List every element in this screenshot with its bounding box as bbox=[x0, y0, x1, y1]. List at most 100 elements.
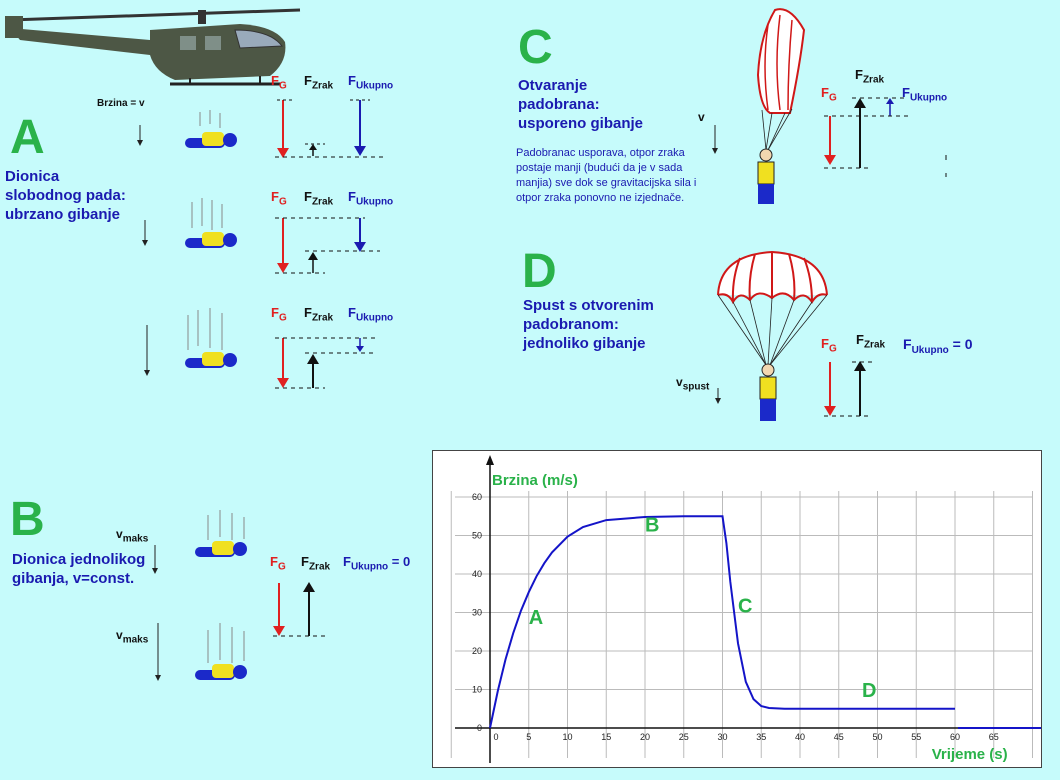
phase-label: C bbox=[738, 596, 752, 618]
fz-symbol: F bbox=[855, 67, 863, 82]
fz-label-a3: FZrak bbox=[304, 306, 333, 326]
fz-label-a2: FZrak bbox=[304, 190, 333, 210]
fu-subscript: Ukupno bbox=[911, 344, 949, 356]
fg-label-c: FG bbox=[821, 86, 837, 106]
x-tick-label: 40 bbox=[795, 732, 805, 742]
fu-symbol: F bbox=[348, 73, 356, 88]
fz-label-c: FZrak bbox=[855, 68, 884, 88]
force-diagrams-a bbox=[275, 99, 385, 389]
fu-zero: = 0 bbox=[952, 336, 973, 352]
y-tick-label: 30 bbox=[472, 608, 482, 618]
y-tick-label: 20 bbox=[472, 646, 482, 656]
fz-symbol: F bbox=[856, 332, 864, 347]
section-a-title: Dionica slobodnog pada: ubrzano gibanje bbox=[5, 168, 126, 223]
fz-subscript: Zrak bbox=[862, 74, 885, 86]
section-a-letter: A bbox=[10, 111, 45, 164]
fg-symbol: F bbox=[270, 554, 278, 569]
fg-label-a2: FG bbox=[271, 190, 287, 210]
fg-subscript: G bbox=[278, 312, 287, 324]
y-tick-label: 60 bbox=[472, 492, 482, 502]
x-tick-label: 35 bbox=[756, 732, 766, 742]
fu-symbol: F bbox=[343, 554, 351, 569]
force-diagram-b bbox=[273, 582, 325, 637]
v-symbol: v bbox=[116, 527, 123, 541]
fg-symbol: F bbox=[271, 73, 279, 88]
fg-subscript: G bbox=[278, 80, 287, 92]
y-axis-arrow bbox=[486, 455, 494, 465]
fu-symbol: F bbox=[903, 336, 912, 352]
fz-subscript: Zrak bbox=[311, 80, 334, 92]
section-d-letter: D bbox=[522, 245, 557, 298]
x-tick-label: 0 bbox=[493, 732, 498, 742]
phase-label: B bbox=[645, 515, 659, 537]
section-c-letter: C bbox=[518, 21, 553, 74]
x-tick-label: 10 bbox=[562, 732, 572, 742]
v-symbol: v bbox=[676, 375, 683, 389]
fg-symbol: F bbox=[821, 336, 829, 351]
fu-subscript: Ukupno bbox=[350, 561, 389, 573]
section-c-title: Otvaranje padobrana: usporeno gibanje bbox=[518, 77, 644, 132]
v-subscript: maks bbox=[122, 634, 149, 646]
fg-symbol: F bbox=[271, 189, 279, 204]
fg-symbol: F bbox=[271, 305, 279, 320]
fg-symbol: F bbox=[821, 85, 829, 100]
x-tick-label: 25 bbox=[679, 732, 689, 742]
parachute-d-illustration bbox=[715, 250, 828, 421]
fg-label-d: FG bbox=[821, 337, 837, 357]
x-axis-title: Vrijeme (s) bbox=[932, 746, 1008, 763]
fz-subscript: Zrak bbox=[311, 312, 334, 324]
y-tick-label: 10 bbox=[472, 685, 482, 695]
vmaks-label-2: vmaks bbox=[116, 628, 148, 645]
x-tick-label: 45 bbox=[834, 732, 844, 742]
v-label-c: v bbox=[698, 110, 705, 124]
force-diagram-c bbox=[824, 97, 908, 169]
fu-label-b: FUkupno = 0 bbox=[343, 555, 410, 575]
fu-subscript: Ukupno bbox=[355, 80, 394, 92]
force-diagram-d bbox=[824, 361, 876, 417]
parachute-c-illustration bbox=[712, 8, 947, 204]
fg-label-b: FG bbox=[270, 555, 286, 575]
x-tick-label: 65 bbox=[989, 732, 999, 742]
section-d-title: Spust s otvorenim padobranom: jednoliko … bbox=[523, 297, 654, 352]
x-tick-label: 50 bbox=[872, 732, 882, 742]
y-tick-label: 50 bbox=[472, 531, 482, 541]
fu-label-a2: FUkupno bbox=[348, 190, 393, 210]
v-subscript: spust bbox=[682, 381, 710, 393]
x-tick-label: 15 bbox=[601, 732, 611, 742]
fg-subscript: G bbox=[277, 561, 286, 573]
vmaks-label-1: vmaks bbox=[116, 527, 148, 544]
fg-subscript: G bbox=[828, 92, 837, 104]
section-b-title: Dionica jednolikog gibanja, v=const. bbox=[12, 551, 146, 587]
fu-label-a1: FUkupno bbox=[348, 74, 393, 94]
x-tick-label: 5 bbox=[526, 732, 531, 742]
fu-zero: = 0 bbox=[391, 554, 411, 569]
fz-symbol: F bbox=[304, 73, 312, 88]
y-axis-title: Brzina (m/s) bbox=[492, 472, 578, 489]
fu-symbol: F bbox=[902, 85, 910, 100]
fz-label-d: FZrak bbox=[856, 333, 885, 353]
velocity-curve bbox=[489, 515, 955, 729]
fg-label-a1: FG bbox=[271, 74, 287, 94]
section-a-speed-label: Brzina = v bbox=[97, 98, 145, 109]
section-c-description: Padobranac usporava, otpor zraka postaje… bbox=[516, 147, 697, 204]
fz-subscript: Zrak bbox=[311, 196, 334, 208]
fu-label-c: FUkupno bbox=[902, 86, 947, 106]
fu-subscript: Ukupno bbox=[355, 196, 394, 208]
v-symbol: v bbox=[116, 628, 123, 642]
fz-label-a1: FZrak bbox=[304, 74, 333, 94]
x-tick-label: 20 bbox=[640, 732, 650, 742]
fu-label-a3: FUkupno bbox=[348, 306, 393, 326]
vspust-label: vspust bbox=[676, 375, 709, 392]
skydivers-a-illustration bbox=[137, 110, 237, 376]
fg-label-a3: FG bbox=[271, 306, 287, 326]
x-tick-label: 30 bbox=[717, 732, 727, 742]
y-tick-label: 0 bbox=[477, 723, 482, 733]
fz-symbol: F bbox=[304, 189, 312, 204]
x-tick-label: 60 bbox=[950, 732, 960, 742]
v-subscript: maks bbox=[122, 533, 149, 545]
skydivers-b-illustration bbox=[152, 510, 247, 681]
fz-subscript: Zrak bbox=[308, 561, 331, 573]
phase-label: A bbox=[529, 607, 543, 629]
phase-label: D bbox=[862, 680, 876, 702]
